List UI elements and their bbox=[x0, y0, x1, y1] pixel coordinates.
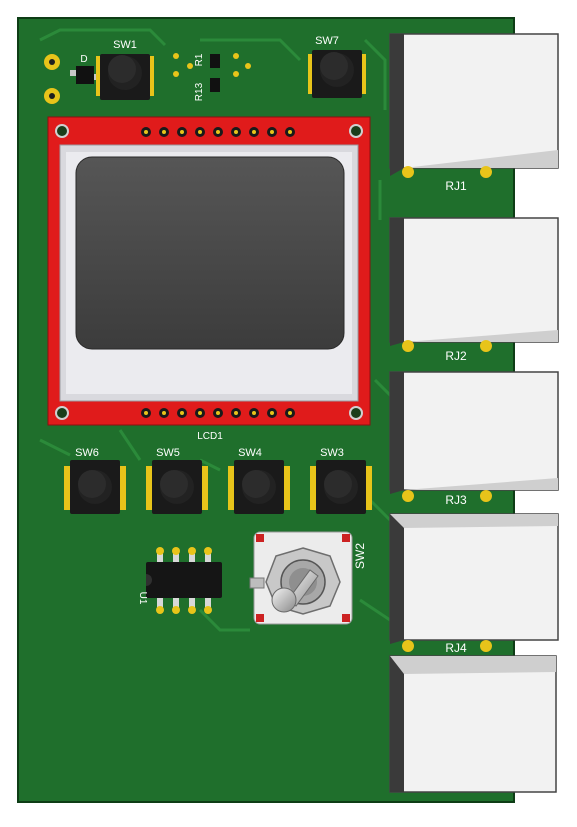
label-sw1: SW1 bbox=[113, 39, 137, 51]
button-sw3[interactable]: SW3 bbox=[310, 447, 372, 514]
label-sw7: SW7 bbox=[315, 35, 339, 47]
rj-connector-rj1[interactable]: RJ1 bbox=[389, 33, 559, 193]
label-sw2: SW2 bbox=[353, 543, 367, 569]
rj-connector-rj2[interactable]: RJ2 bbox=[389, 217, 559, 363]
button-sw6[interactable]: SW6 bbox=[64, 447, 126, 514]
resistors: R1 R13 bbox=[173, 53, 251, 101]
button-sw7[interactable]: SW7 bbox=[308, 35, 366, 98]
label-sw3: SW3 bbox=[320, 447, 344, 459]
copper-traces bbox=[39, 28, 397, 632]
label-sw5: SW5 bbox=[156, 447, 180, 459]
label-lcd1: LCD1 bbox=[197, 431, 223, 442]
label-sw6: SW6 bbox=[75, 447, 99, 459]
label-u1: U1 bbox=[137, 592, 148, 605]
button-sw5[interactable]: SW5 bbox=[146, 447, 208, 514]
label-rj3: RJ3 bbox=[445, 493, 467, 507]
label-r1: R1 bbox=[194, 53, 205, 66]
label-r13: R13 bbox=[194, 82, 205, 101]
mounting-holes bbox=[44, 54, 60, 104]
rj-connector-rj4[interactable]: RJ4 bbox=[389, 513, 559, 655]
label-sw4: SW4 bbox=[238, 447, 262, 459]
label-d: D bbox=[80, 54, 87, 65]
button-sw1[interactable]: SW1 bbox=[96, 39, 154, 100]
label-rj4: RJ4 bbox=[445, 641, 467, 655]
label-rj1: RJ1 bbox=[445, 179, 467, 193]
rj-connector-rj3[interactable]: RJ3 bbox=[389, 371, 559, 507]
rj-connector-rj5[interactable] bbox=[389, 655, 557, 793]
label-rj2: RJ2 bbox=[445, 349, 467, 363]
lcd-module-lcd1: LCD1 bbox=[47, 116, 371, 442]
toggle-switch-sw2[interactable]: SW2 bbox=[249, 531, 367, 625]
button-sw4[interactable]: SW4 bbox=[228, 447, 290, 514]
ic-u1: U1 bbox=[137, 547, 222, 614]
